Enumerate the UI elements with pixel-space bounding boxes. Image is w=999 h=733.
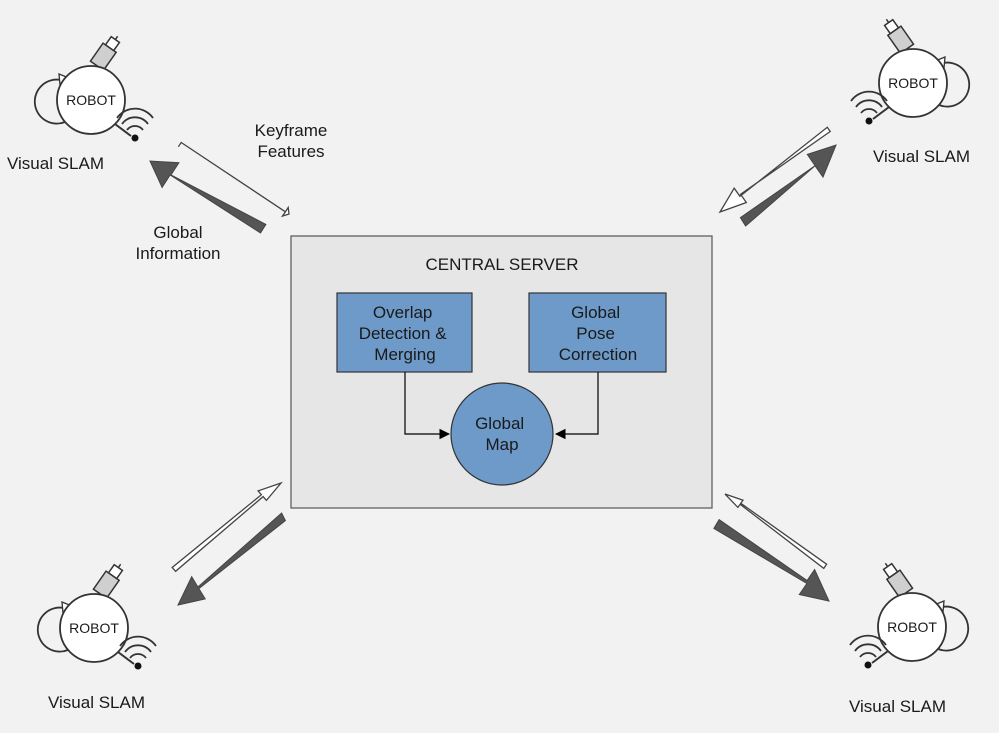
pose-correction-box xyxy=(528,292,667,373)
arrows-top-right xyxy=(718,126,837,227)
robot-label: ROBOT xyxy=(888,75,938,91)
global-information-line-1: Global xyxy=(153,223,203,242)
svg-text:Global Map: Global Map xyxy=(475,414,529,454)
arrows-bottom-right xyxy=(713,493,830,602)
arrow-keyframe-features-br xyxy=(724,493,828,570)
global-map-line-1: Global xyxy=(475,414,524,433)
global-map-line-2: Map xyxy=(485,435,518,454)
pose-box-line-1: Global xyxy=(571,303,620,322)
robot-caption-top-left: Visual SLAM xyxy=(7,154,105,173)
arrow-global-info-tl xyxy=(149,160,267,234)
arrow-global-info-bl xyxy=(177,512,287,606)
global-information-label: Global Information xyxy=(128,222,228,264)
robot-label: ROBOT xyxy=(69,620,119,636)
robot-caption-bottom-right: Visual SLAM xyxy=(849,697,947,716)
arrow-keyframe-features-tl xyxy=(177,141,290,218)
pose-box-line-3: Correction xyxy=(559,345,637,364)
robot-label: ROBOT xyxy=(887,619,937,635)
pose-box-line-2: Pose xyxy=(576,324,615,343)
overlap-box-line-1: Overlap xyxy=(373,303,433,322)
overlap-box-line-3: Merging xyxy=(374,345,435,364)
robot-caption-top-right: Visual SLAM xyxy=(873,147,971,166)
keyframe-features-label: Keyframe Features xyxy=(246,120,336,162)
robot-top-left: ROBOT xyxy=(33,30,154,143)
robot-caption-bottom-left: Visual SLAM xyxy=(48,693,146,712)
pose-to-map-connector xyxy=(554,372,599,440)
robot-label: ROBOT xyxy=(66,92,116,108)
robot-bottom-right: ROBOT xyxy=(849,557,970,670)
global-information-line-2: Information xyxy=(135,244,221,263)
overlap-to-map-connector xyxy=(404,372,451,440)
overlap-detection-box xyxy=(336,292,473,373)
arrow-keyframe-features-bl xyxy=(171,481,284,573)
arrows-bottom-left xyxy=(171,481,287,606)
overlap-box-line-2: Detection & xyxy=(359,324,448,343)
robot-bottom-left: ROBOT xyxy=(36,558,157,671)
global-map-node xyxy=(450,382,554,486)
arrow-global-info-tr xyxy=(739,144,837,227)
central-server-title: CENTRAL SERVER xyxy=(425,255,578,274)
robot-top-right: ROBOT xyxy=(850,13,971,126)
svg-text:Global Pose Correction: Global Pose Correction xyxy=(559,303,637,364)
svg-text:Overlap Detection & Me: Overlap Detection & Merging xyxy=(359,303,452,364)
arrow-global-info-br xyxy=(713,518,830,602)
keyframe-features-line-1: Keyframe xyxy=(254,121,328,140)
arrows-top-left xyxy=(149,141,290,234)
keyframe-features-line-2: Features xyxy=(257,142,325,161)
arrow-keyframe-features-tr xyxy=(718,126,832,214)
